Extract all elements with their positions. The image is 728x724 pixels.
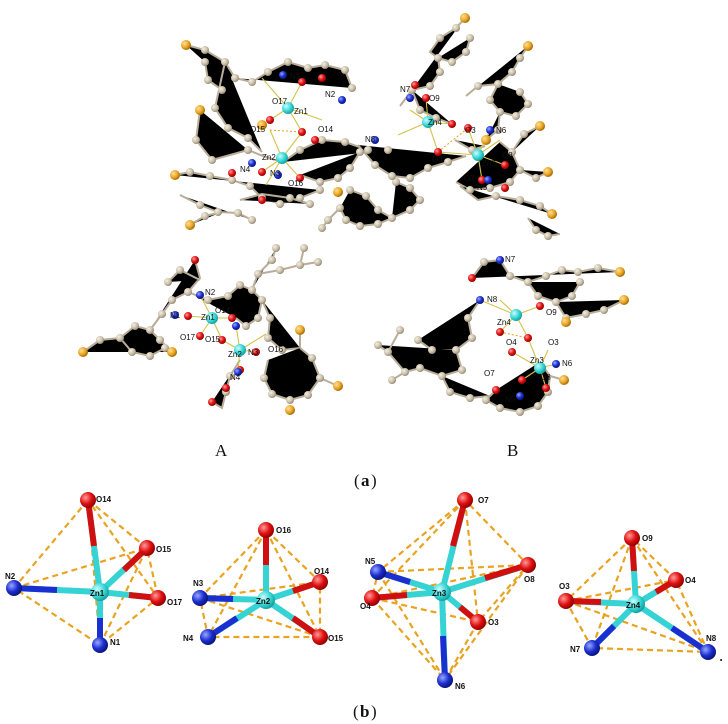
fragment-b-label-o7: O7 (484, 369, 495, 378)
polyhedron-zn2: Zn2 O16 O14 N3 N4 O15 (183, 522, 344, 645)
atom-label-zn2: Zn2 (262, 153, 276, 162)
zn3-label-o7: O7 (478, 496, 489, 505)
caption-b-close: ) (371, 702, 377, 721)
fragment-a-label-zn1: Zn1 (201, 313, 215, 322)
atom-label-o7: O7 (464, 174, 475, 183)
atom-label-zn4: Zn4 (428, 118, 442, 127)
caption-a: a (361, 471, 370, 490)
fragment-a-label-n1: N1 (170, 311, 181, 320)
atom-label-n6: N6 (496, 126, 507, 135)
fragment-b-structure: N7 N8 Zn4 O9 O4 O3 Zn3 N6 O7 O8 N5 (374, 255, 629, 416)
fragment-b-label-n7: N7 (505, 255, 516, 264)
zn4-label-o4: O4 (685, 576, 696, 585)
zn3-label-o4: O4 (360, 602, 371, 611)
polyhedron-zn1: Zn1 O14 O15 O17 N2 N1 (5, 492, 183, 653)
zn2-label-o16: O16 (276, 526, 292, 535)
fragment-b-label-zn3: Zn3 (530, 356, 544, 365)
atom-label-n2: N2 (325, 90, 336, 99)
zn3-label-o3: O3 (488, 618, 499, 627)
zn3-label-n6: N6 (455, 682, 466, 691)
zn1-label-o15: O15 (156, 545, 172, 554)
zn4-label-o9: O9 (642, 534, 653, 543)
caption-a-open: ( (354, 471, 360, 490)
atom-label-o3: O3 (465, 126, 476, 135)
atom-label-n8: N8 (365, 135, 376, 144)
zn1-label-n2: N2 (5, 572, 16, 581)
caption-a-close: ) (371, 471, 377, 490)
zn2-label-o14: O14 (314, 567, 330, 576)
polyhedron-zn3: Zn3 O7 N5 O8 O4 O3 N6 (360, 492, 536, 691)
fragment-a-structure: N2 N1 Zn1 O14 O17 O15 Zn2 N3 O16 N4 (78, 244, 343, 415)
zn2-label-n4: N4 (183, 634, 194, 643)
polyhedron-zn4: Zn4 O9 O4 O3 N7 N8 (558, 530, 717, 660)
zn4-label-n7: N7 (570, 645, 581, 654)
fragment-a-label-zn2: Zn2 (228, 350, 242, 359)
fragment-b-label-o9: O9 (546, 308, 557, 317)
atom-label-n1: N1 (290, 72, 301, 81)
trailing-period: . (719, 646, 723, 665)
zn2-center-label: Zn2 (256, 597, 271, 606)
fragment-a-label-o14: O14 (215, 306, 231, 315)
fragment-b-label-o8: O8 (540, 373, 551, 382)
zn1-center-label: Zn1 (90, 589, 105, 598)
zn3-center-label: Zn3 (432, 589, 447, 598)
fragment-b-label-o4: O4 (506, 338, 517, 347)
full-structure-labels: N1 N2 Zn1 O17 O15 O14 Zn2 N3 N4 O16 N7 O… (240, 72, 513, 192)
atom-label-o9: O9 (429, 94, 440, 103)
zn2-label-n3: N3 (193, 579, 204, 588)
atom-label-n7: N7 (400, 85, 411, 94)
zn3-label-o8: O8 (524, 575, 535, 584)
fragment-a-label-o17: O17 (180, 333, 196, 342)
atom-label-n4: N4 (240, 165, 251, 174)
zn2-label-o15: O15 (328, 634, 344, 643)
atom-label-o15: O15 (250, 125, 266, 134)
zn4-label-o3: O3 (559, 582, 570, 591)
sub-label-a: A (215, 441, 228, 460)
fragment-a-label-n2: N2 (205, 288, 216, 297)
fragment-b-label-n6: N6 (562, 359, 573, 368)
zn1-label-n1: N1 (110, 638, 121, 647)
caption-b: b (360, 702, 369, 721)
atom-label-zn3: Zn3 (482, 159, 496, 168)
fragment-b-label-o3: O3 (548, 338, 559, 347)
atom-label-o8: O8 (502, 151, 513, 160)
sub-label-b: B (507, 441, 518, 460)
caption-b-open: ( (353, 702, 359, 721)
fragment-b-label-zn4: Zn4 (497, 318, 511, 327)
fragment-a-label-o15: O15 (205, 335, 221, 344)
zn4-label-n8: N8 (706, 634, 717, 643)
zn1-label-o14: O14 (96, 495, 112, 504)
zn4-center-label: Zn4 (626, 601, 641, 610)
atom-label-n3: N3 (270, 169, 281, 178)
fragment-b-label-n5: N5 (505, 395, 516, 404)
atom-label-o14: O14 (318, 125, 334, 134)
fragment-a-label-n3: N3 (248, 348, 259, 357)
zn1-label-o17: O17 (167, 598, 183, 607)
fragment-a-label-o16: O16 (268, 345, 284, 354)
fragment-b-label-n8: N8 (487, 295, 498, 304)
full-molecule-structure (170, 13, 561, 240)
atom-label-o16: O16 (288, 179, 304, 188)
fragment-a-label-n4: N4 (230, 373, 241, 382)
zn3-label-n5: N5 (365, 557, 376, 566)
atom-label-n5: N5 (477, 183, 488, 192)
atom-label-o17: O17 (272, 97, 288, 106)
atom-label-zn1: Zn1 (294, 107, 308, 116)
atom-label-o4: O4 (432, 155, 443, 164)
